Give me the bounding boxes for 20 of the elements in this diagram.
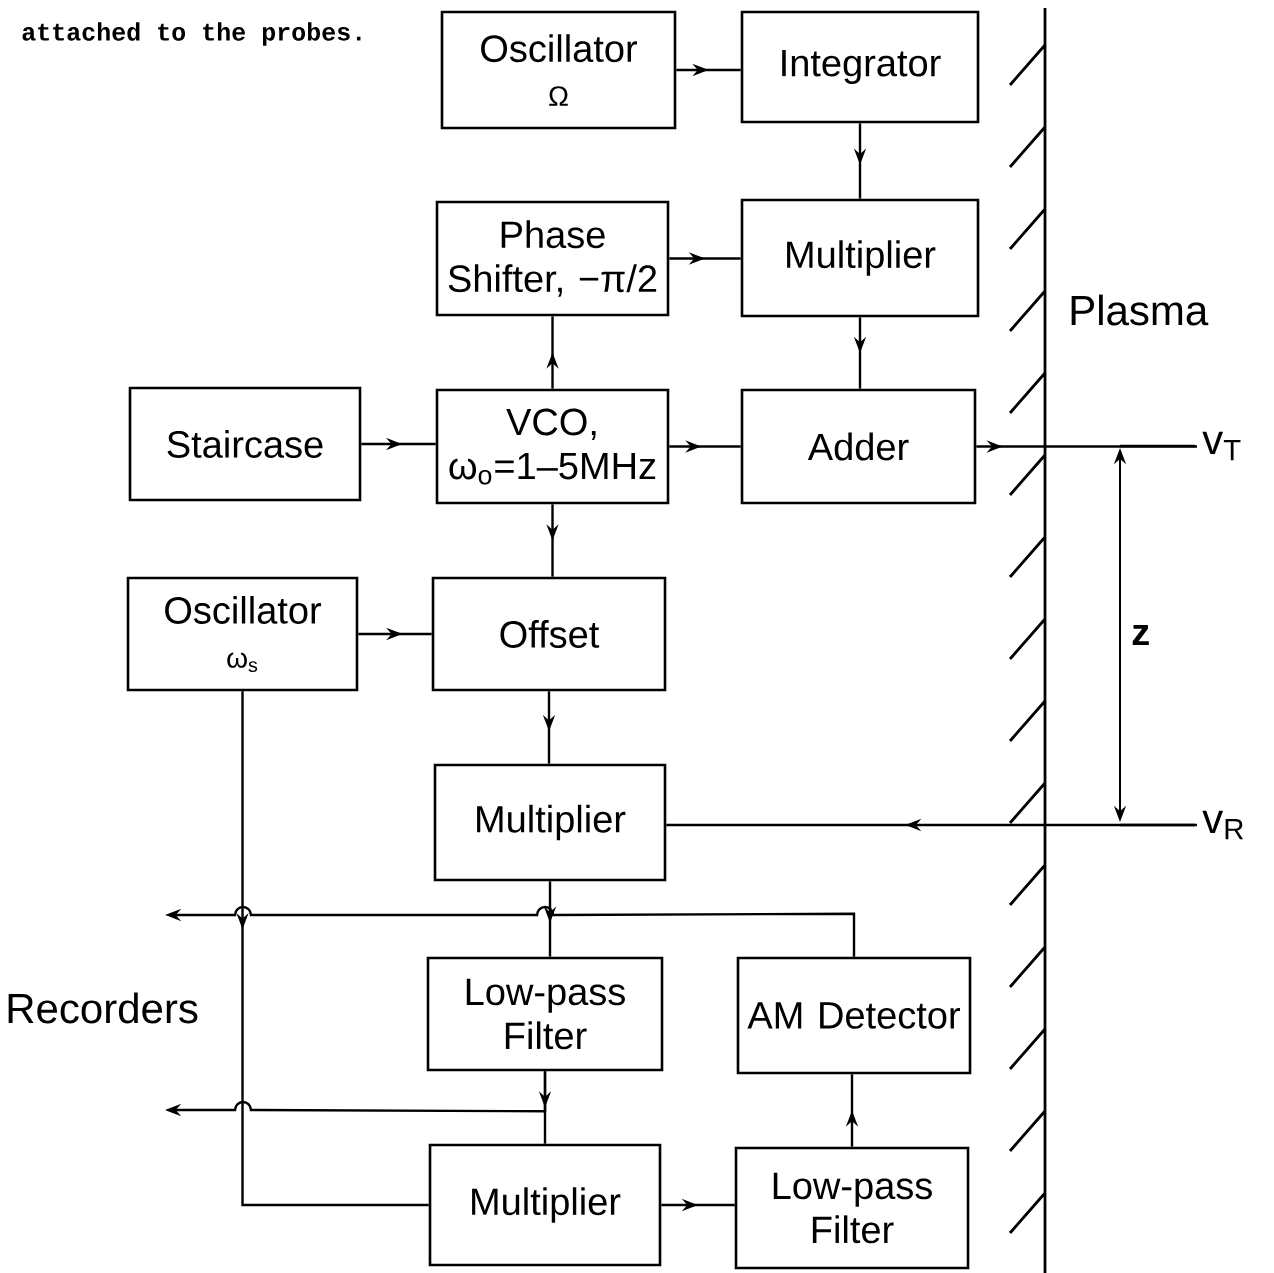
multiplier-box: Multiplier xyxy=(433,763,667,882)
probe-label: v$_{R}$ xyxy=(1202,810,1244,840)
oscillator-box: Oscillator ω$_{s}$ xyxy=(126,576,359,692)
probe-label: v$_{T}$ xyxy=(1202,431,1241,461)
offset-box: Offset xyxy=(431,576,667,692)
integrator-box: Integrator xyxy=(740,10,980,124)
filter-box: Low-pass Filter xyxy=(426,956,664,1072)
phase-shifter-box: Phase Shifter, −π/2 xyxy=(435,200,670,317)
staircase-box: Staircase xyxy=(128,386,362,502)
detector-box: AM Detector xyxy=(736,956,972,1075)
vco-box: VCO, ω$_{o}$=1–5MHz xyxy=(435,388,670,505)
plasma-label: Plasma xyxy=(1071,294,1209,326)
multiplier-box: Multiplier xyxy=(428,1143,662,1267)
filter-box: Low-pass Filter xyxy=(734,1146,970,1270)
recorders-label: Recorders xyxy=(8,992,198,1024)
dimension-label: z xyxy=(1132,624,1149,646)
oscillator-box: Oscillator Ω xyxy=(440,10,677,130)
multiplier-box: Multiplier xyxy=(740,198,980,318)
adder-box: Adder xyxy=(740,388,977,505)
caption-text: attached to the probes. xyxy=(22,22,361,46)
